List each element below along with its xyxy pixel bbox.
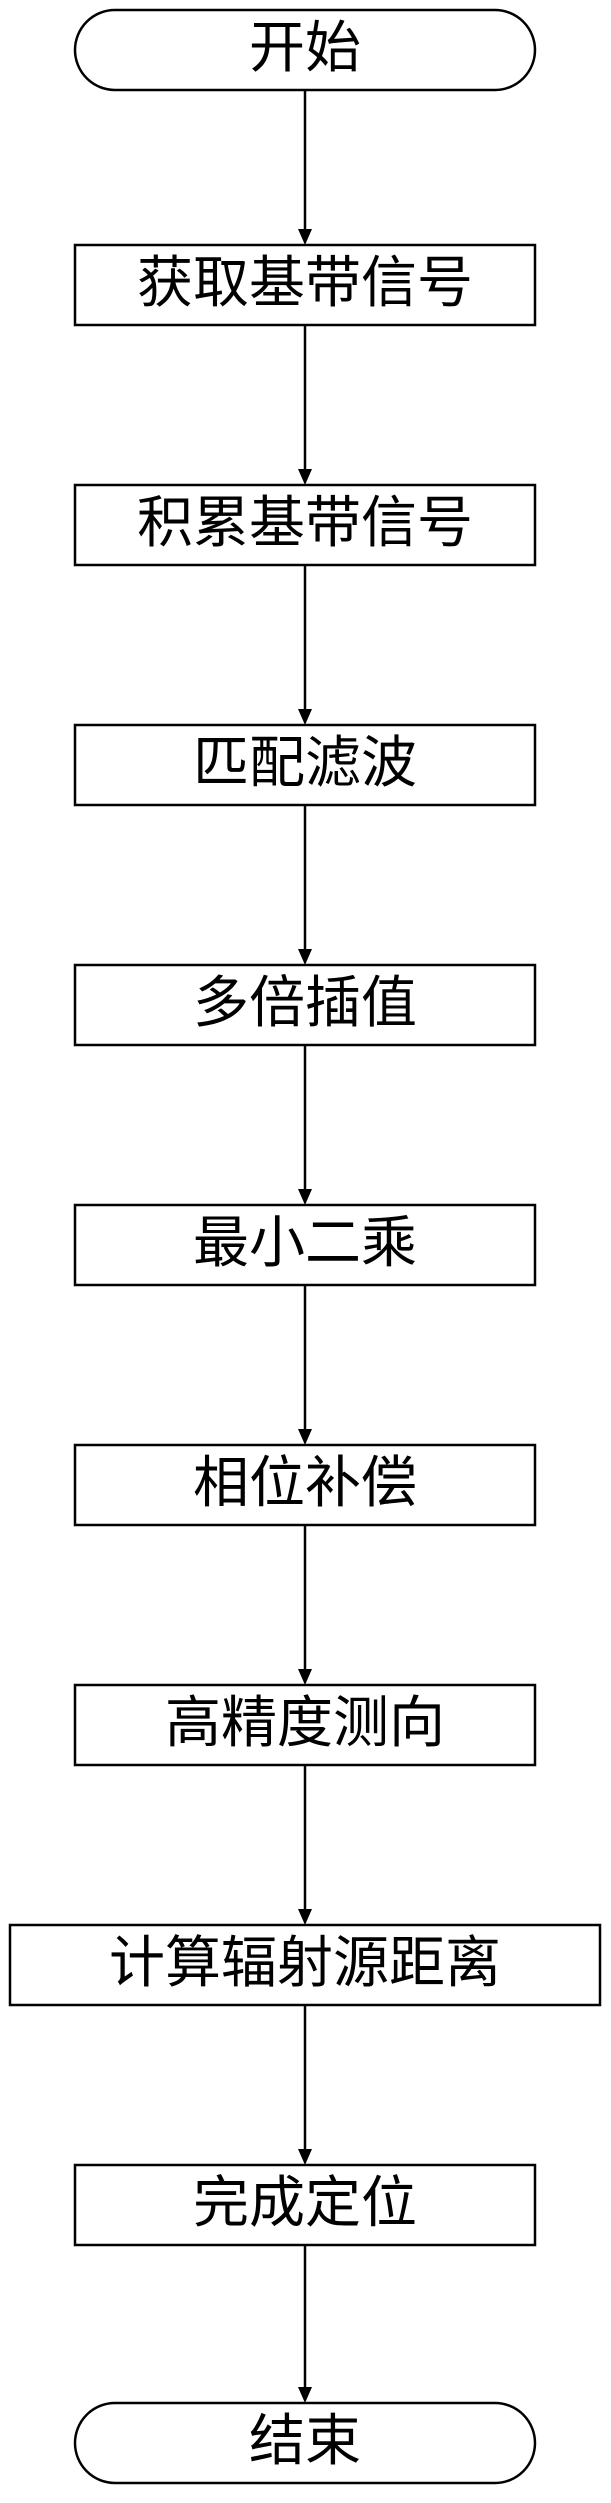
node-label: 匹配滤波 — [193, 731, 417, 796]
arrowhead-icon — [298, 2387, 312, 2403]
process-box — [8, 1923, 602, 2007]
process-box — [73, 963, 537, 1047]
edge-matched-filter-to-interpolate — [298, 805, 312, 965]
node-label: 完成定位 — [193, 2171, 417, 2236]
edge-complete-to-end — [298, 2245, 312, 2403]
terminal-shape — [73, 2401, 537, 2485]
arrowhead-icon — [298, 709, 312, 725]
nodes-layer: 开始获取基带信号积累基带信号匹配滤波多倍插值最小二乘相位补偿高精度测向计算辐射源… — [8, 8, 602, 2485]
process-box — [73, 723, 537, 807]
node-label: 多倍插值 — [193, 971, 417, 1036]
edge-phase-compensation-to-direction-finding — [298, 1525, 312, 1685]
process-box — [73, 483, 537, 567]
arrowhead-icon — [298, 1189, 312, 1205]
node-label: 开始 — [249, 16, 361, 81]
node-label: 获取基带信号 — [137, 251, 473, 316]
node-label: 计算辐射源距离 — [109, 1931, 501, 1996]
node-start: 开始 — [73, 8, 537, 92]
node-label: 积累基带信号 — [137, 491, 473, 556]
edge-accumulate-to-matched-filter — [298, 565, 312, 725]
node-label: 高精度测向 — [165, 1691, 445, 1756]
arrowhead-icon — [298, 1669, 312, 1685]
node-matched-filter: 匹配滤波 — [73, 723, 537, 807]
process-box — [73, 243, 537, 327]
process-box — [73, 1203, 537, 1287]
terminal-shape — [73, 8, 537, 92]
node-label: 相位补偿 — [193, 1451, 417, 1516]
process-box — [73, 2163, 537, 2247]
arrowhead-icon — [298, 1909, 312, 1925]
node-end: 结束 — [73, 2401, 537, 2485]
node-label: 最小二乘 — [193, 1211, 417, 1276]
node-accumulate: 积累基带信号 — [73, 483, 537, 567]
arrowhead-icon — [298, 949, 312, 965]
edge-compute-distance-to-complete — [298, 2005, 312, 2165]
arrowhead-icon — [298, 469, 312, 485]
node-acquire: 获取基带信号 — [73, 243, 537, 327]
edge-start-to-acquire — [298, 90, 312, 245]
node-phase-compensation: 相位补偿 — [73, 1443, 537, 1527]
edges-layer — [298, 90, 312, 2403]
arrowhead-icon — [298, 229, 312, 245]
node-complete: 完成定位 — [73, 2163, 537, 2247]
process-box — [73, 1443, 537, 1527]
arrowhead-icon — [298, 2149, 312, 2165]
edge-direction-finding-to-compute-distance — [298, 1765, 312, 1925]
edge-least-squares-to-phase-compensation — [298, 1285, 312, 1445]
edge-interpolate-to-least-squares — [298, 1045, 312, 1205]
process-box — [73, 1683, 537, 1767]
arrowhead-icon — [298, 1429, 312, 1445]
node-direction-finding: 高精度测向 — [73, 1683, 537, 1767]
node-label: 结束 — [249, 2409, 361, 2474]
node-compute-distance: 计算辐射源距离 — [8, 1923, 602, 2007]
node-interpolate: 多倍插值 — [73, 963, 537, 1047]
node-least-squares: 最小二乘 — [73, 1203, 537, 1287]
edge-acquire-to-accumulate — [298, 325, 312, 485]
